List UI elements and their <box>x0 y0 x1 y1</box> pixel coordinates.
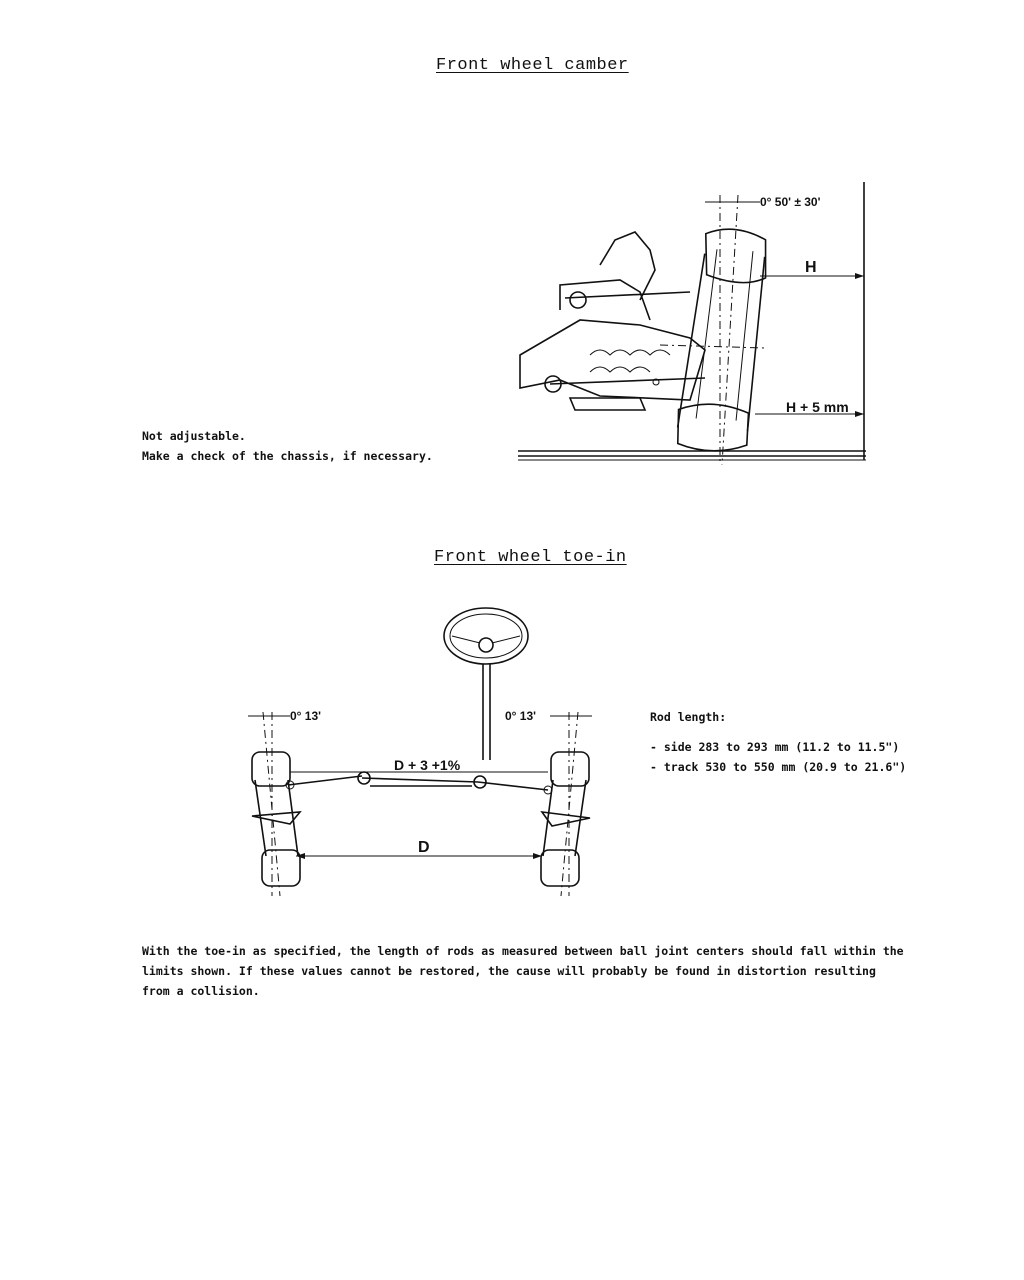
toe-angle-left: 0° 13' <box>290 709 321 723</box>
toein-para-2: limits shown. If these values cannot be … <box>142 964 876 978</box>
toe-angle-right: 0° 13' <box>505 709 536 723</box>
camber-title: Front wheel camber <box>436 56 629 75</box>
camber-angle-label: 0° 50' ± 30' <box>760 195 821 209</box>
h5-label: H + 5 mm <box>786 399 849 415</box>
suspension-sketch <box>519 231 766 411</box>
camber-note-1: Not adjustable. <box>142 429 246 443</box>
tie-rods <box>285 771 553 795</box>
rod-track: - track 530 to 550 mm (20.9 to 21.6") <box>650 760 907 774</box>
camber-note-2: Make a check of the chassis, if necessar… <box>142 449 433 463</box>
tilted-wheel <box>676 228 767 452</box>
rod-length-heading: Rod length: <box>650 710 727 724</box>
ground-line <box>518 450 866 461</box>
toein-title: Front wheel toe-in <box>434 548 627 567</box>
toein-para-1: With the toe-in as specified, the length… <box>142 944 904 958</box>
d-plus-label: D + 3 +1% <box>394 757 461 773</box>
d-label: D <box>418 839 430 856</box>
h-label: H <box>805 259 817 276</box>
right-wheel <box>540 711 590 897</box>
left-wheel <box>251 711 301 897</box>
rod-side: - side 283 to 293 mm (11.2 to 11.5") <box>650 740 900 754</box>
toein-para-3: from a collision. <box>142 984 260 998</box>
steering-wheel <box>443 607 529 665</box>
